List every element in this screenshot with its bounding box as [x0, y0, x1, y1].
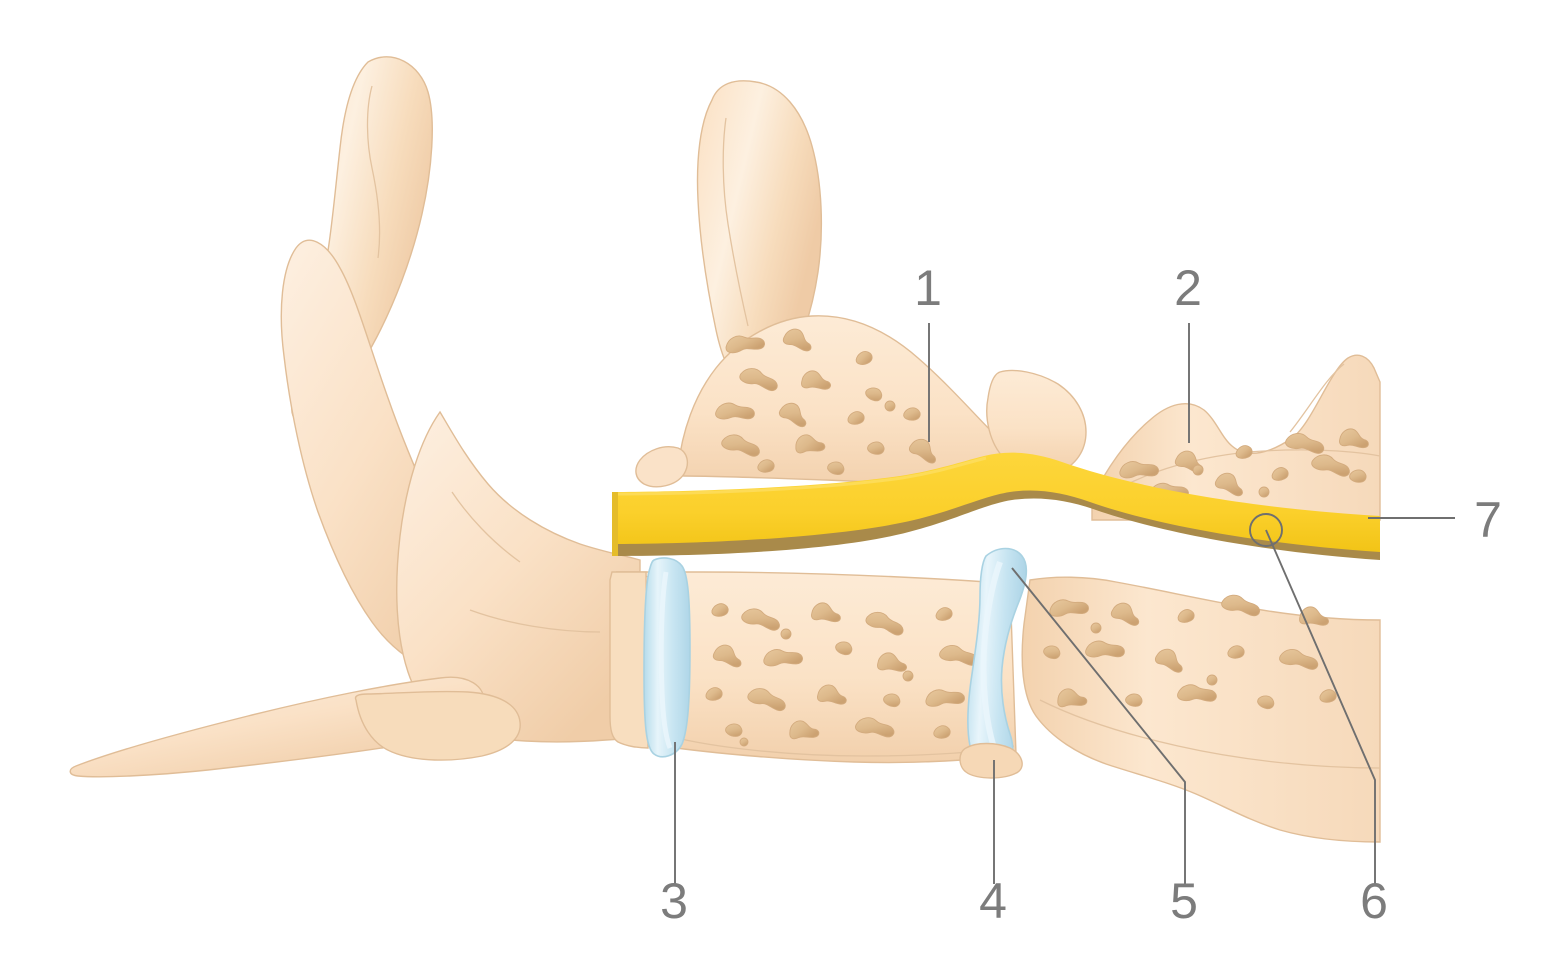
vertebral-body-l4-left-stub: [609, 571, 649, 749]
spinal-cord-band: [612, 452, 1380, 560]
trabecular-bone-vertebral-body: [703, 600, 980, 747]
sacral-promontory-lip: [959, 742, 1023, 779]
sacral-notch-left: [354, 690, 521, 761]
label-3: 3: [660, 873, 688, 929]
leader-lines: [674, 323, 1455, 884]
label-6: 6: [1360, 873, 1388, 929]
trabecular-bone-sacrum-upper: [1103, 426, 1370, 507]
leader-line-5: [1011, 567, 1186, 884]
intervertebral-disc-left: [643, 557, 691, 758]
label-5: 5: [1170, 873, 1198, 929]
figure-labels: 1 2 3 4 5 6 7: [660, 260, 1502, 929]
callout-circle-6: [1249, 513, 1283, 547]
label-4: 4: [979, 873, 1007, 929]
sacral-body-lower: [1021, 576, 1381, 843]
trabecular-bone-sacrum-lower: [1041, 593, 1338, 713]
label-1: 1: [914, 260, 942, 316]
trabecular-bone-l5-arch: [714, 327, 941, 477]
label-7: 7: [1474, 492, 1502, 548]
inferior-facet-l5: [635, 446, 689, 488]
label-2: 2: [1174, 260, 1202, 316]
leader-line-6: [1265, 529, 1376, 884]
